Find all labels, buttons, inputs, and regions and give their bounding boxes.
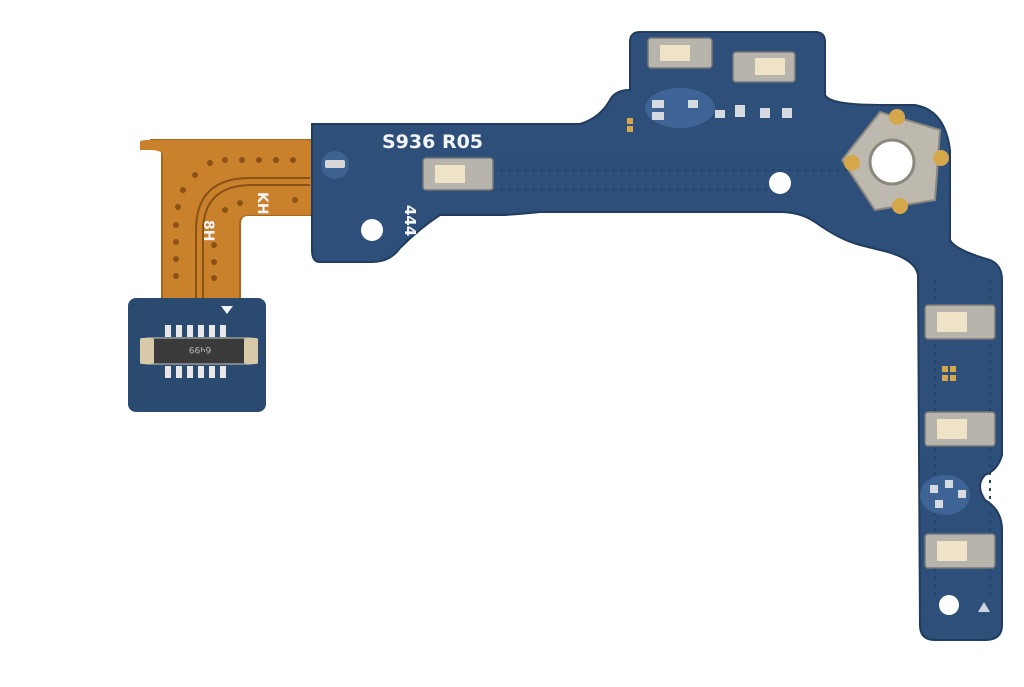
triangle-marker-icon — [978, 602, 990, 612]
model-label: S936 R05 — [382, 131, 483, 153]
mounting-hole-2 — [769, 172, 791, 194]
flex-cable: KH 8H — [140, 139, 313, 301]
contact-6 — [924, 533, 996, 569]
test-pads — [942, 366, 956, 381]
contact-5 — [924, 411, 996, 447]
contact-4 — [924, 304, 996, 340]
flex-label-8h: 8H — [200, 220, 216, 241]
smd-cluster-right — [920, 475, 970, 515]
connector-board: 6ч99 — [128, 298, 266, 412]
mounting-hole-3 — [939, 595, 959, 615]
contact-1 — [647, 37, 713, 69]
smd-cluster-top — [627, 88, 792, 132]
pin1-marker-icon — [221, 306, 233, 314]
coax-connector — [840, 109, 949, 214]
mounting-hole-1 — [361, 219, 383, 241]
contact-3 — [422, 157, 494, 191]
contact-2 — [732, 51, 796, 83]
connector-marking: 6ч99 — [188, 344, 211, 354]
flex-label-kh: KH — [254, 192, 270, 215]
spring-contacts — [422, 37, 996, 569]
code-label: 444 — [401, 205, 419, 236]
